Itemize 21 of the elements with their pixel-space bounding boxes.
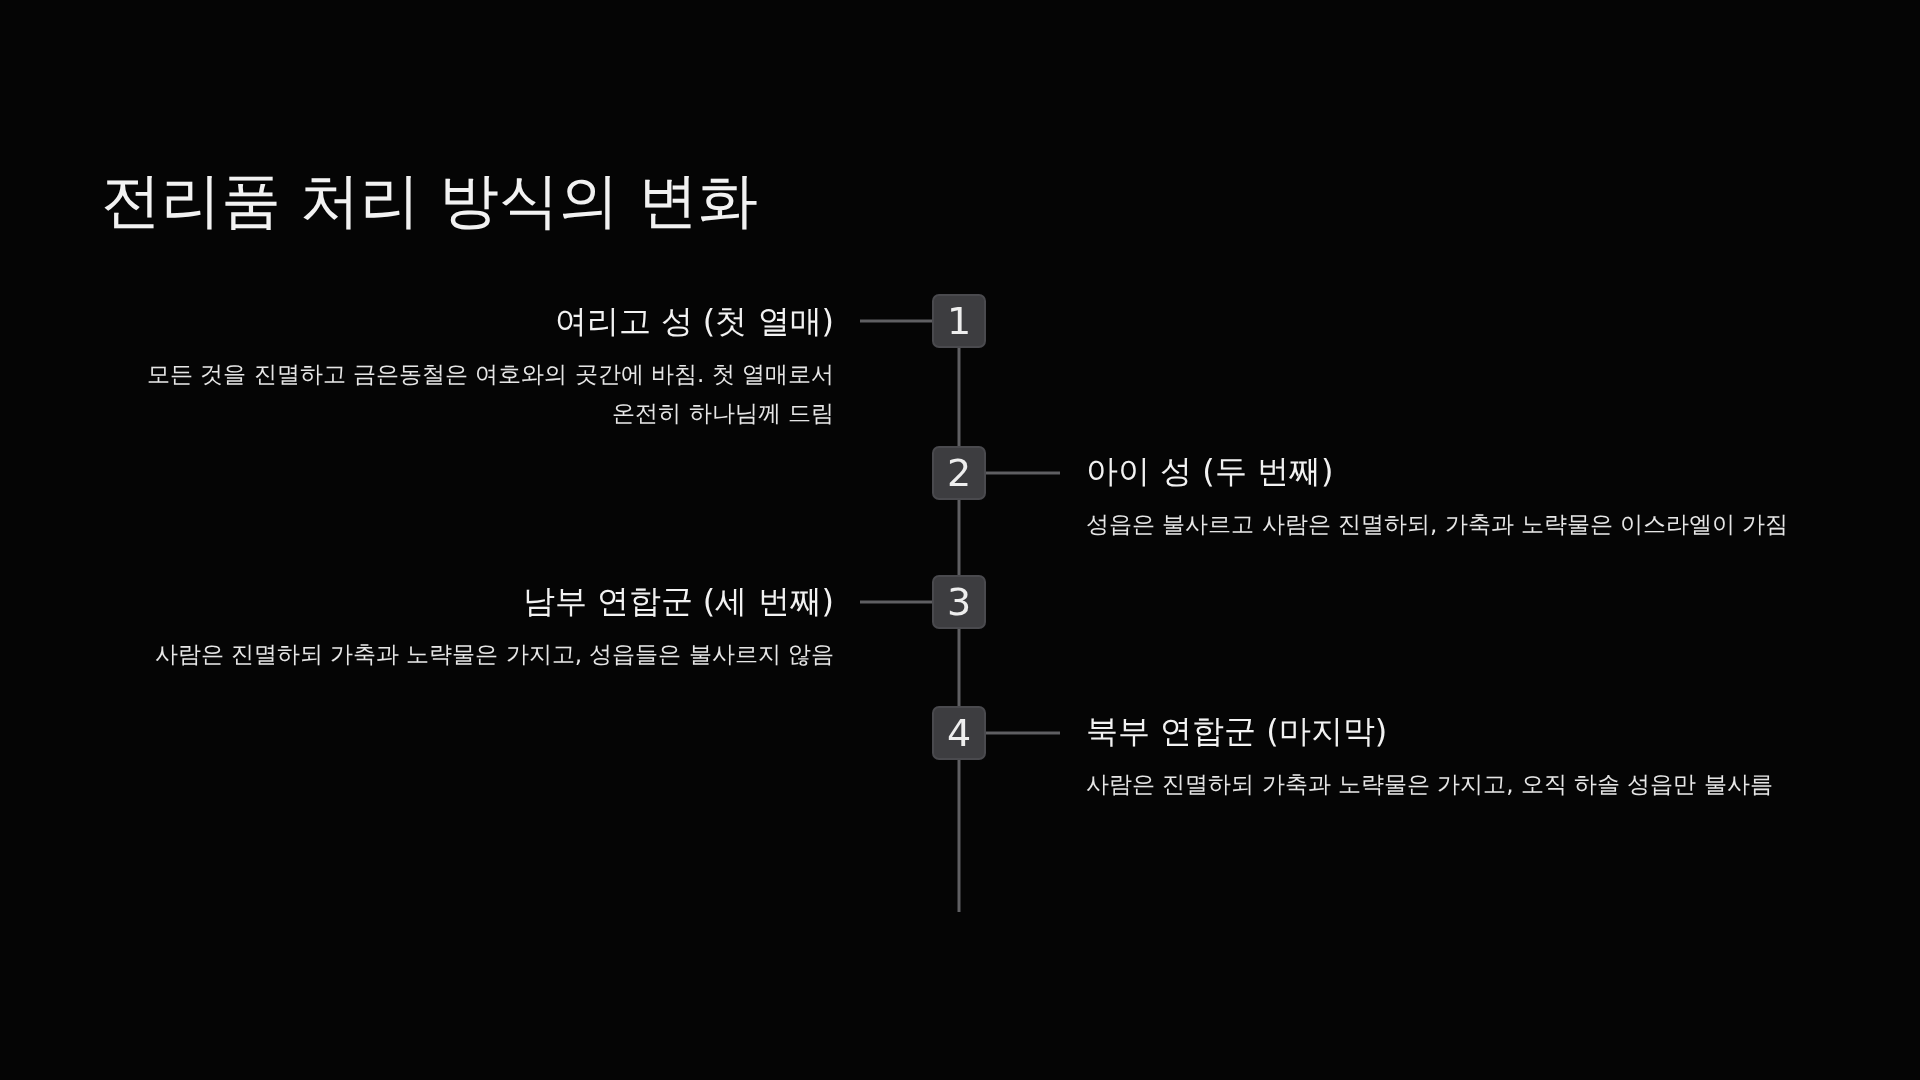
number-box: 3 [932, 575, 986, 629]
step-description: 성읍은 불사르고 사람은 진멸하되, 가축과 노략물은 이스라엘이 가짐 [1086, 510, 1790, 539]
connector-line [860, 319, 932, 323]
title: 전리품 처리 방식의 변화 [101, 164, 759, 237]
connector-line [986, 471, 1060, 475]
connector-line [860, 600, 932, 604]
connector-line [986, 731, 1060, 735]
step-heading: 남부 연합군 (세 번째) [521, 581, 834, 621]
step-heading: 북부 연합군 (마지막) [1086, 711, 1389, 751]
step-description: 모든 것을 진멸하고 금은동철은 여호와의 곳간에 바침. 첫 열매로서 온전히 하나님께 드림 [146, 360, 834, 428]
connector-line [957, 500, 961, 575]
connector-line [957, 348, 961, 446]
step-heading: 아이 성 (두 번째) [1086, 451, 1335, 491]
connector-line [957, 629, 961, 706]
step-description: 사람은 진멸하되 가축과 노략물은 가지고, 오직 하솔 성읍만 불사름 [1086, 770, 1774, 799]
number-box: 2 [932, 446, 986, 500]
step-description: 사람은 진멸하되 가축과 노략물은 가지고, 성읍들은 불사르지 않음 [153, 640, 834, 669]
number-box: 1 [932, 294, 986, 348]
number-box: 4 [932, 706, 986, 760]
connector-line [957, 760, 961, 912]
step-heading: 여리고 성 (첫 열매) [553, 301, 834, 341]
